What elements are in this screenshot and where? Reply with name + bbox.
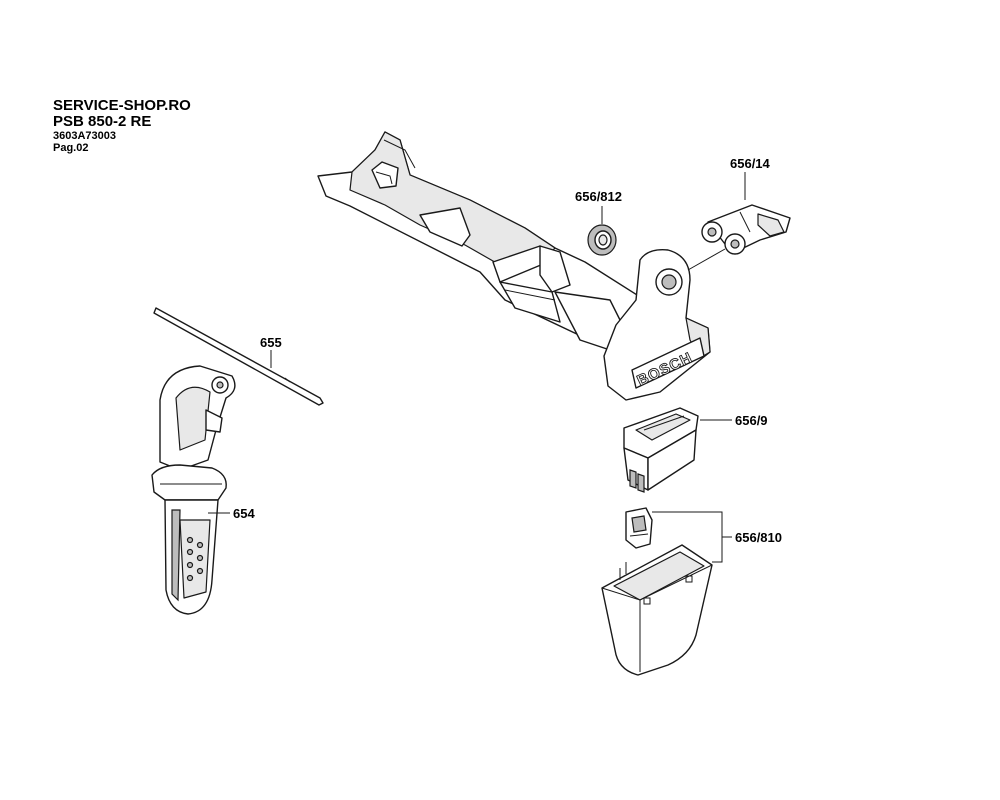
part-code: 3603A73003 xyxy=(53,130,117,142)
page-number: Pag.02 xyxy=(53,142,89,154)
dust-box-latch xyxy=(625,507,653,549)
callout-656-9: 656/9 xyxy=(735,413,768,428)
front-housing: BOSCH xyxy=(603,249,711,401)
filter-cartridge xyxy=(623,407,699,493)
model-name: PSB 850-2 RE xyxy=(53,113,152,130)
callout-656-14: 656/14 xyxy=(730,156,771,171)
dust-extraction-arm xyxy=(317,131,646,351)
clip-part xyxy=(701,204,791,255)
callout-655: 655 xyxy=(260,335,282,350)
seal-ring xyxy=(587,224,617,256)
shop-name: SERVICE-SHOP.RO xyxy=(53,97,191,114)
support-rod xyxy=(153,307,324,406)
callout-656-812: 656/812 xyxy=(575,189,622,204)
callout-656-810: 656/810 xyxy=(735,530,782,545)
auxiliary-handle xyxy=(151,365,236,615)
document-header: SERVICE-SHOP.RO PSB 850-2 RE 3603A73003 … xyxy=(53,98,191,154)
callout-654: 654 xyxy=(233,506,255,521)
dust-box xyxy=(601,544,713,676)
leader-clip-to-housing xyxy=(687,248,726,271)
